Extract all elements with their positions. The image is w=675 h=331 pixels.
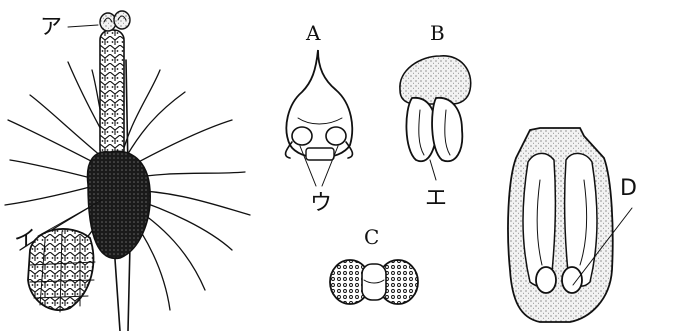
- pollen-grain-C: [330, 260, 418, 304]
- seed-scale-D: [508, 128, 613, 322]
- label-C: C: [364, 225, 379, 249]
- label-i: イ: [14, 227, 36, 252]
- new-shoot: [100, 30, 124, 160]
- label-B: B: [430, 21, 445, 45]
- male-scale-B: [400, 56, 471, 161]
- label-D: D: [620, 176, 637, 201]
- female-cone-a: [100, 11, 130, 31]
- label-a: ア: [40, 15, 62, 40]
- label-u: ウ: [310, 191, 332, 216]
- pine-branch: [5, 11, 250, 331]
- label-e: エ: [425, 186, 447, 211]
- label-A: A: [305, 21, 321, 45]
- mature-pinecone: [28, 229, 95, 312]
- female-scale-A: [286, 50, 353, 160]
- male-cone-cluster-i: [87, 151, 150, 258]
